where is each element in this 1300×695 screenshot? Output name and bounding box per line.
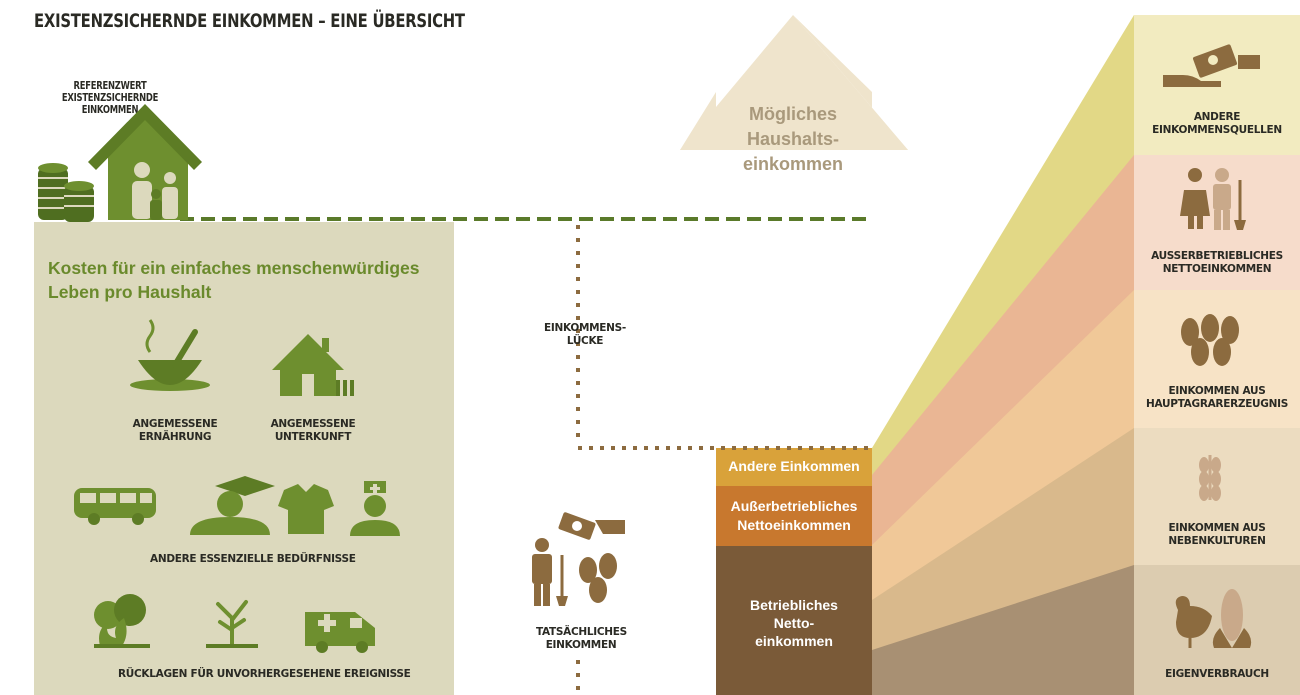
band-farm-label: Betriebliches Netto- einkommen [750, 597, 838, 649]
food-label: ANGEMESSENE ERNÄHRUNG [132, 418, 218, 443]
coins-icon [38, 163, 94, 222]
source-main-crop-label: EINKOMMEN AUS HAUPTAGRARERZEUGNIS [1146, 385, 1288, 410]
income-gap-label: EINKOMMENS- LÜCKE [544, 322, 626, 347]
band-offfarm-income [716, 486, 872, 546]
wildfire-icon [94, 594, 150, 648]
source-offfarm-label: AUSSERBETRIEBLICHES NETTOEINKOMMEN [1151, 250, 1283, 275]
arrow-head [680, 15, 908, 150]
small-house-icon [272, 334, 354, 396]
reference-label: REFERENZWERT EXISTENZSICHERNDE EINKOMMEN [61, 80, 159, 116]
actual-income-label: TATSÄCHLICHES EINKOMMEN [536, 626, 627, 651]
shirt-icon [278, 484, 334, 534]
house-family-icon [88, 104, 202, 220]
coffee-beans-icon [1181, 314, 1239, 366]
housing-label: ANGEMESSENE UNTERKUNFT [270, 418, 356, 443]
nurse-icon [350, 481, 400, 536]
graduate-icon [190, 476, 275, 535]
wheat-icon [1199, 455, 1221, 501]
farmer-money-icon [532, 512, 625, 606]
dead-tree-icon [206, 600, 258, 648]
band-farm-income [716, 546, 872, 695]
band-other-income [716, 448, 872, 486]
other-needs-label: ANDERE ESSENZIELLE BEDÜRFNISSE [150, 553, 356, 565]
bus-icon [74, 488, 156, 525]
page-title: EXISTENZSICHERNDE EINKOMMEN – EINE ÜBERS… [34, 10, 465, 32]
ambulance-icon [305, 612, 375, 653]
soup-bowl-icon [130, 319, 210, 391]
chicken-corn-icon [1175, 589, 1252, 648]
band-other-label: Andere Einkommen [728, 458, 860, 474]
source-bg-own [1134, 565, 1300, 695]
source-side-crops-label: EINKOMMEN AUS NEBENKULTUREN [1168, 522, 1266, 547]
source-own-use-label: EIGENVERBRAUCH [1165, 668, 1269, 680]
workers-icon [1180, 168, 1246, 230]
hand-money-icon [1163, 44, 1260, 87]
costs-heading: Kosten für ein einfaches menschenwürdige… [48, 258, 420, 302]
reserves-label: RÜCKLAGEN FÜR UNVORHERGESEHENE EREIGNISS… [118, 668, 411, 680]
potential-income-label: Mögliches Haushalts- einkommen [742, 104, 844, 174]
source-other-label: ANDERE EINKOMMENSQUELLEN [1152, 111, 1282, 136]
band-offfarm-label: Außerbetriebliches Nettoeinkommen [730, 498, 858, 533]
